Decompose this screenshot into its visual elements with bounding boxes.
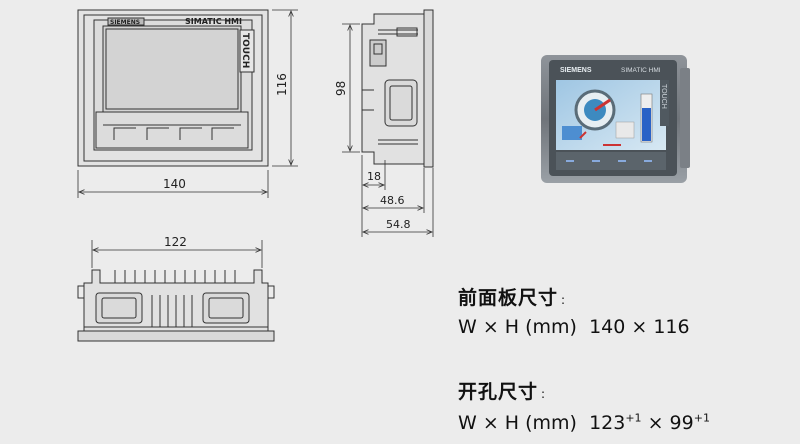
front-panel-label: W × H (mm) [458,316,577,338]
front-model-label: SIMATIC HMI [185,17,242,26]
cutout-height-tolerance: +1 [693,411,710,425]
cutout-height: 99 [669,412,694,434]
front-width-dimension [77,170,269,198]
front-height-value: 116 [275,73,289,96]
front-panel-value: 140 × 116 [589,316,690,338]
front-touch-label: TOUCH [240,33,250,68]
cutout-title: 开孔尺寸 [458,381,539,403]
cutout-width-tolerance: +1 [625,411,642,425]
top-view-drawing [77,269,275,342]
cutout-label: W × H (mm) [458,412,577,434]
front-brand-label: SIEMENS [110,19,140,26]
side-dim-48-6: 48.6 [380,194,405,207]
side-view-drawing [361,9,434,168]
cutout-size-row: W × H (mm) 123+1 × 99+1 [458,412,710,434]
front-view-drawing [77,9,269,167]
front-panel-size-row: W × H (mm) 140 × 116 [458,316,690,338]
front-panel-heading: 前面板尺寸: [458,283,566,310]
product-photo [541,55,690,183]
cutout-colon: : [541,387,547,401]
top-width-value: 122 [164,235,187,249]
side-depth-dimensions [361,155,434,237]
front-width-value: 140 [163,177,186,191]
cutout-heading: 开孔尺寸: [458,377,546,404]
front-height-dimension [272,9,298,167]
front-panel-title: 前面板尺寸 [458,287,559,309]
photo-brand-label: SIEMENS [560,67,592,74]
top-width-dimension [91,240,263,268]
photo-model-label: SIMATIC HMI [621,67,661,74]
photo-touch-label: TOUCH [660,84,667,109]
front-panel-colon: : [561,293,567,307]
side-dim-54-8: 54.8 [386,218,411,231]
side-dim-18: 18 [367,170,381,183]
cutout-separator: × [641,412,670,434]
side-height-dimension [342,23,360,153]
side-height-value: 98 [334,81,348,96]
cutout-width: 123 [589,412,626,434]
